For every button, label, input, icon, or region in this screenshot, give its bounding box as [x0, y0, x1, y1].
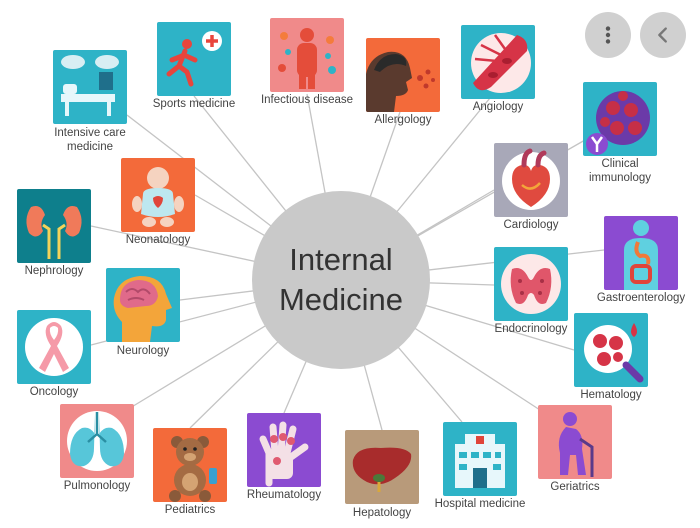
- hospital-bed-icon: [53, 50, 127, 124]
- specialty-label: Pediatrics: [164, 504, 216, 516]
- thyroid-icon: [494, 247, 568, 321]
- hand-joints-icon: [247, 413, 321, 487]
- specialty-label-line: medicine: [66, 141, 114, 153]
- antibody-cells-icon: [583, 82, 657, 156]
- liver-icon: [345, 430, 419, 504]
- elderly-person-icon: [538, 405, 612, 479]
- specialty-label: Intensive care medicine: [10, 126, 170, 154]
- specialty-label: Hospital medicine: [434, 498, 526, 510]
- back-button[interactable]: [640, 12, 686, 58]
- brain-head-icon: [106, 268, 180, 342]
- more-options-button[interactable]: [585, 12, 631, 58]
- specialty-label: Hepatology: [352, 507, 412, 519]
- specialty-label-line: Intensive care: [54, 127, 126, 139]
- specialty-label-line: immunology: [589, 172, 651, 184]
- specialty-label: Neonatology: [125, 234, 191, 246]
- blood-vessel-icon: [461, 25, 535, 99]
- specialty-label: Hematology: [580, 389, 642, 401]
- baby-icon: [121, 158, 195, 232]
- specialty-label: Geriatrics: [550, 481, 600, 493]
- kidneys-icon: [17, 189, 91, 263]
- specialty-label: Neurology: [116, 345, 170, 357]
- central-hub: Internal Medicine: [252, 191, 430, 369]
- specialty-label: Oncology: [29, 386, 79, 398]
- specialty-label: Endocrinology: [494, 323, 568, 335]
- running-person-icon: [157, 22, 231, 96]
- specialty-label: Sports medicine: [152, 98, 236, 110]
- ribbon-icon: [17, 310, 91, 384]
- heart-icon: [494, 143, 568, 217]
- chevron-left-icon: [658, 27, 667, 43]
- digestive-system-icon: [604, 216, 678, 290]
- sneeze-icon: [366, 38, 440, 112]
- specialty-label: Cardiology: [503, 219, 559, 231]
- specialty-label: Gastroenterology: [596, 292, 686, 304]
- virus-body-icon: [270, 18, 344, 92]
- specialty-label: Pulmonology: [63, 480, 131, 492]
- specialty-label: Angiology: [472, 101, 524, 113]
- specialty-label: Nephrology: [24, 265, 84, 277]
- teddy-bear-icon: [153, 428, 227, 502]
- specialty-label: Rheumatology: [246, 489, 322, 501]
- specialty-label-line: Clinical: [601, 158, 639, 170]
- specialty-label: Allergology: [374, 114, 432, 126]
- hub-title-line1: Internal: [289, 242, 393, 277]
- lungs-icon: [60, 404, 134, 478]
- hub-title-line2: Medicine: [278, 282, 404, 317]
- blood-drop-magnifier-icon: [574, 313, 648, 387]
- more-vertical-icon: [605, 26, 611, 44]
- hospital-building-icon: [443, 422, 517, 496]
- specialty-label: Infectious disease: [260, 94, 354, 106]
- specialty-label: Clinical immunology: [540, 157, 700, 185]
